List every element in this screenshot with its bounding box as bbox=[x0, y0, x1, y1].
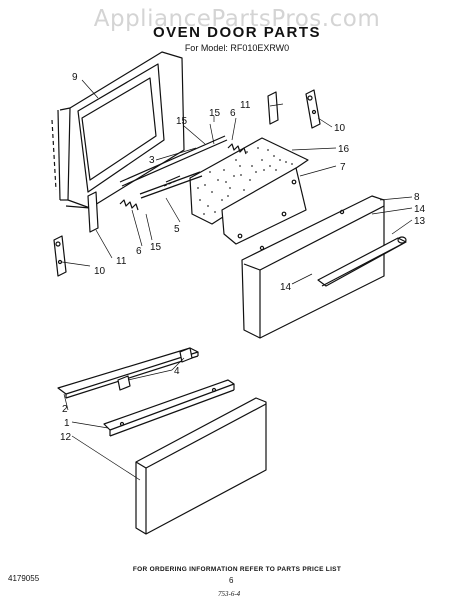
callout-6-top: 6 bbox=[230, 108, 236, 119]
callout-9: 9 bbox=[72, 72, 78, 83]
drawer-rail bbox=[57, 347, 199, 399]
callout-3: 3 bbox=[149, 155, 155, 166]
door-handle bbox=[317, 236, 407, 287]
callout-15-lower: 15 bbox=[150, 242, 162, 253]
callout-14-lower: 14 bbox=[280, 282, 292, 293]
callout-6-lower: 6 bbox=[136, 246, 142, 257]
door-baffle bbox=[221, 167, 307, 245]
callout-13: 13 bbox=[414, 216, 426, 227]
watermark: AppliancePartsPros.com bbox=[93, 6, 381, 32]
callout-7: 7 bbox=[340, 162, 346, 173]
callout-11-top: 11 bbox=[240, 100, 251, 111]
document-number: 4179055 bbox=[8, 574, 40, 583]
page-number: 6 bbox=[229, 576, 234, 585]
page-title: OVEN DOOR PARTS bbox=[152, 24, 322, 41]
callout-12: 12 bbox=[60, 432, 72, 443]
ordering-note: FOR ORDERING INFORMATION REFER TO PARTS … bbox=[132, 566, 342, 573]
drawer-front-panel bbox=[135, 397, 267, 535]
drawer-track bbox=[103, 379, 235, 437]
revision-code: 753-6-4 bbox=[218, 590, 241, 598]
callout-10-lower: 10 bbox=[94, 266, 106, 277]
callout-5: 5 bbox=[174, 224, 180, 235]
callout-1: 1 bbox=[64, 418, 70, 429]
right-hinge-parts bbox=[267, 89, 321, 129]
callout-15-top: 15 bbox=[176, 116, 188, 127]
model-label: For Model: RF010EXRW0 bbox=[184, 43, 290, 53]
drawer-brackets bbox=[117, 347, 193, 391]
callout-14-right: 14 bbox=[414, 204, 426, 215]
left-hinge-parts bbox=[53, 191, 99, 277]
callout-15-mid: 15 bbox=[209, 108, 221, 119]
callout-4: 4 bbox=[174, 366, 180, 377]
hinge-springs bbox=[119, 143, 247, 211]
hinge-rods bbox=[119, 135, 228, 199]
callout-16: 16 bbox=[338, 144, 350, 155]
callout-2: 2 bbox=[62, 404, 68, 415]
callout-8: 8 bbox=[414, 192, 420, 203]
inner-door-frame bbox=[51, 51, 185, 209]
callout-10-top: 10 bbox=[334, 123, 346, 134]
outer-door-panel bbox=[241, 195, 385, 339]
callout-11-lower: 11 bbox=[116, 256, 127, 267]
